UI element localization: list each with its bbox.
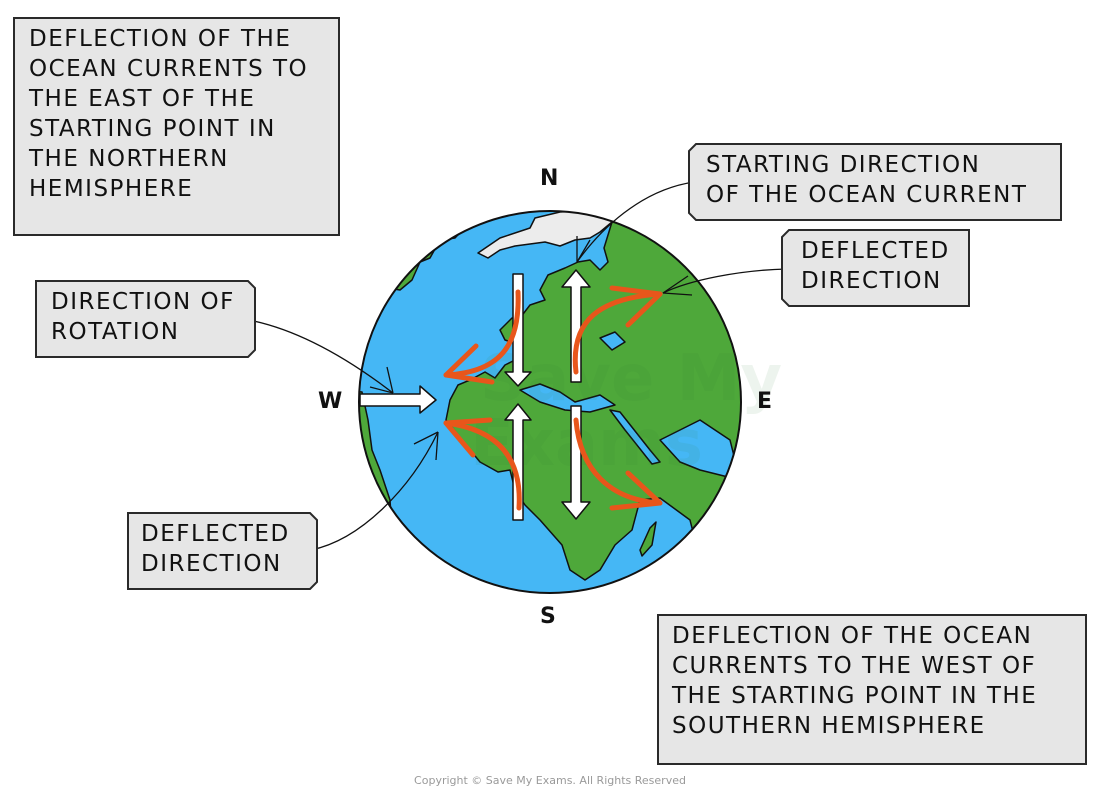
deflected-arrow-south-east [573,417,663,506]
label-line: DIRECTION OF [51,289,235,315]
tag-shape [127,512,318,590]
leader-rotation-tick1 [386,366,394,394]
leader-rotation [248,319,394,394]
compass-south: S [540,604,556,629]
note-line: HEMISPHERE [29,176,194,202]
note-northern-hemisphere: DEFLECTION OF THE OCEAN CURRENTS TO THE … [13,17,340,236]
leader-starting-tick1 [576,239,591,263]
leader-deflected-sw-tick1 [413,431,439,445]
note-line: OCEAN CURRENTS TO [29,56,309,82]
label-line: DIRECTION [801,268,942,294]
deflected-arrow-north-west [443,289,521,378]
label-line: STARTING DIRECTION [706,152,981,178]
compass-west: W [318,389,343,414]
starting-arrow-south-north [504,403,532,521]
leader-deflected-ne-tick2 [662,292,693,296]
note-southern-hemisphere: DEFLECTION OF THE OCEAN CURRENTS TO THE … [657,614,1087,765]
sea-mediterranean [519,383,616,413]
compass-north: N [540,166,559,191]
leader-rotation-tick2 [369,386,394,394]
leader-deflected-ne [662,268,788,294]
deflected-arrow-north-east-head [609,285,663,328]
label-line: DEFLECTED [801,238,950,264]
starting-arrow-south-south [561,405,591,520]
watermark-line: Save My [480,342,782,416]
deflected-arrow-north-east [572,291,663,375]
starting-arrow-north-north [561,269,591,383]
note-line: DEFLECTION OF THE OCEAN [672,623,1033,649]
label-line: ROTATION [51,319,180,345]
starting-arrow-north-south [504,273,532,387]
label-line: OF THE OCEAN CURRENT [706,182,1028,208]
label-direction-of-rotation: DIRECTION OF ROTATION [35,280,257,359]
leader-deflected-sw-tick2 [435,431,439,461]
label-line: DEFLECTED [141,521,290,547]
label-line: DIRECTION [141,551,282,577]
deflected-arrow-south-west [443,420,522,511]
land-madagascar [639,521,657,557]
note-line: THE EAST OF THE [29,86,256,112]
tag-shape [688,143,1062,221]
deflected-arrow-north-west-head [443,343,495,385]
rotation-arrow [359,385,437,414]
copyright: Copyright © Save My Exams. All Rights Re… [414,774,686,787]
sea-red [609,409,661,465]
leader-deflected-sw [310,431,439,551]
land-eurasia-africa [445,211,741,581]
leader-starting-direction [576,181,695,263]
tag-shape [35,280,256,358]
note-line: CURRENTS TO THE WEST OF [672,653,1037,679]
leader-deflected-ne-tick1 [662,275,689,294]
label-deflected-direction-south: DEFLECTED DIRECTION [127,512,319,591]
note-line: STARTING POINT IN [29,116,276,142]
note-line: SOUTHERN HEMISPHERE [672,713,986,739]
tag-shape [781,229,970,307]
note-line: THE STARTING POINT IN THE [672,683,1038,709]
watermark-line: Exams [470,407,703,481]
deflected-arrow-south-west-head [443,417,493,458]
compass-east: E [757,389,773,414]
globe-outline [358,210,742,594]
note-line: THE NORTHERN [29,146,229,172]
sea-black [599,331,626,351]
label-starting-direction: STARTING DIRECTION OF THE OCEAN CURRENT [688,143,1063,222]
label-deflected-direction-north: DEFLECTED DIRECTION [781,229,971,308]
note-line: DEFLECTION OF THE [29,26,292,52]
deflected-arrow-south-east-head [609,470,663,511]
ice-greenland [477,211,613,259]
